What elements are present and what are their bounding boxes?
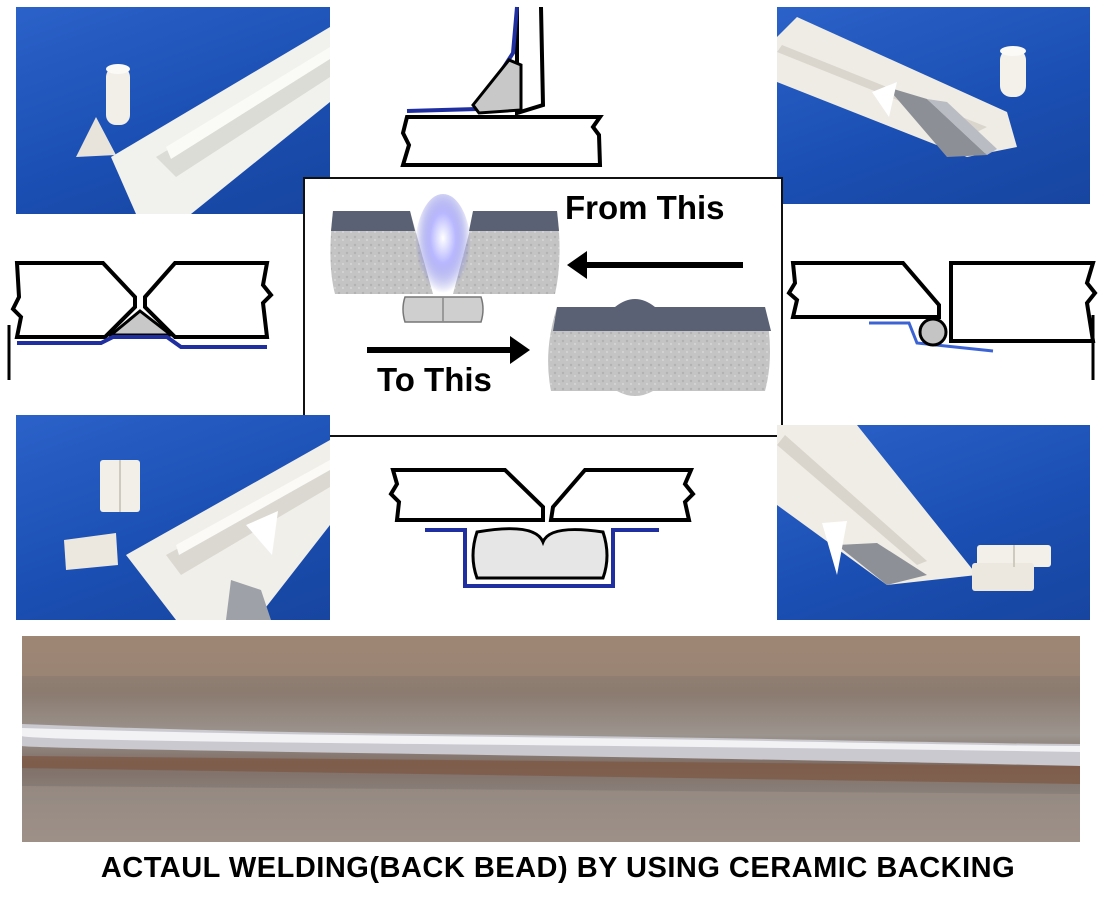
before-after-illustration (330, 194, 771, 396)
to-this-label: To This (377, 361, 492, 398)
photo-ceramic-backing-tape-round (16, 7, 330, 214)
photo-ceramic-backing-tape-peeled (777, 7, 1090, 204)
caption: ACTAUL WELDING(BACK BEAD) BY USING CERAM… (100, 852, 1016, 884)
before-after-panel: From This To This (303, 177, 783, 437)
photo-actual-weld-back-bead (22, 636, 1080, 842)
diagram-fillet-joint-backing (395, 5, 615, 175)
diagram-butt-joint-flat-backing (385, 462, 705, 592)
from-this-label: From This (565, 189, 725, 226)
photo-ceramic-backing-tape-blocks (777, 425, 1090, 620)
diagram-butt-joint-triangle-backing (5, 255, 285, 385)
diagram-joint-round-backing (783, 255, 1103, 385)
photo-ceramic-backing-tape-square (16, 415, 330, 620)
